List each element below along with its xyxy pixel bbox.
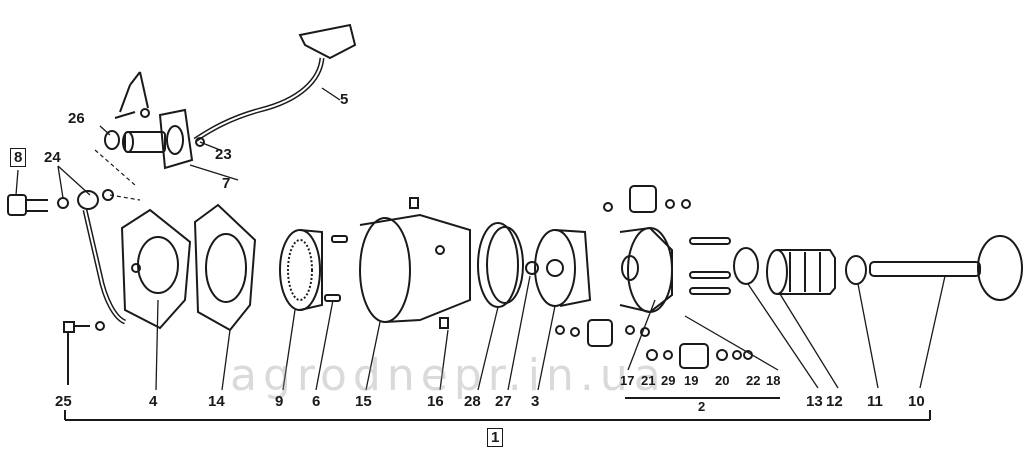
alignment-lines xyxy=(94,149,141,201)
label-14: 14 xyxy=(208,393,225,410)
part-7-flange xyxy=(122,108,194,170)
label-16: 16 xyxy=(427,393,444,410)
part-14-gasket xyxy=(193,203,257,332)
part-3-carrier xyxy=(534,229,592,307)
label-9: 9 xyxy=(275,393,284,410)
part-10-shaft xyxy=(869,235,1023,301)
label-26: 26 xyxy=(68,110,85,127)
part-15-housing xyxy=(359,197,471,329)
part-5-oil-pipe xyxy=(193,23,357,143)
label-7: 7 xyxy=(222,175,231,192)
label-11: 11 xyxy=(867,393,883,410)
label-3: 3 xyxy=(531,393,540,410)
label-8: 8 xyxy=(10,148,27,167)
label-20: 20 xyxy=(715,373,730,388)
label-6: 6 xyxy=(312,393,321,410)
part-13-pins xyxy=(689,237,759,295)
part-9-ring-gear xyxy=(279,229,323,311)
label-28: 28 xyxy=(464,393,481,410)
label-5: 5 xyxy=(340,91,349,108)
part-27-ring xyxy=(525,261,539,275)
label-1: 1 xyxy=(487,428,504,447)
label-22: 22 xyxy=(746,373,761,388)
label-29: 29 xyxy=(661,373,676,388)
label-21: 21 xyxy=(641,373,656,388)
part-4-cover xyxy=(120,208,192,330)
part-26-ring xyxy=(104,130,120,150)
part-6-pins xyxy=(324,235,348,302)
part-25-screw xyxy=(63,321,105,385)
label-15: 15 xyxy=(355,393,372,410)
label-23: 23 xyxy=(215,146,232,163)
watermark: agrodnepr.in.ua xyxy=(230,350,667,401)
part-11-ring xyxy=(845,255,867,285)
part-carrier-flange xyxy=(619,226,673,314)
label-17: 17 xyxy=(620,373,635,388)
part-8-bolt xyxy=(7,194,48,216)
label-4: 4 xyxy=(149,393,158,410)
leader-lines xyxy=(15,87,946,391)
part-23-ring xyxy=(195,137,205,147)
part-12-sleeve xyxy=(766,249,836,295)
part-24-washers xyxy=(57,189,114,210)
part-planet-gears xyxy=(555,185,691,347)
label-13: 13 xyxy=(806,393,823,410)
part-bolt-top xyxy=(114,71,150,119)
label-24: 24 xyxy=(44,149,61,166)
label-19: 19 xyxy=(684,373,699,388)
part-pipe-lower xyxy=(82,209,127,325)
label-10: 10 xyxy=(908,393,925,410)
label-2: 2 xyxy=(698,399,706,414)
label-25: 25 xyxy=(55,393,72,410)
label-18: 18 xyxy=(766,373,781,388)
assembly-bracket-1 xyxy=(64,410,931,421)
part-28-seal xyxy=(477,222,524,308)
label-12: 12 xyxy=(826,393,843,410)
label-27: 27 xyxy=(495,393,512,410)
